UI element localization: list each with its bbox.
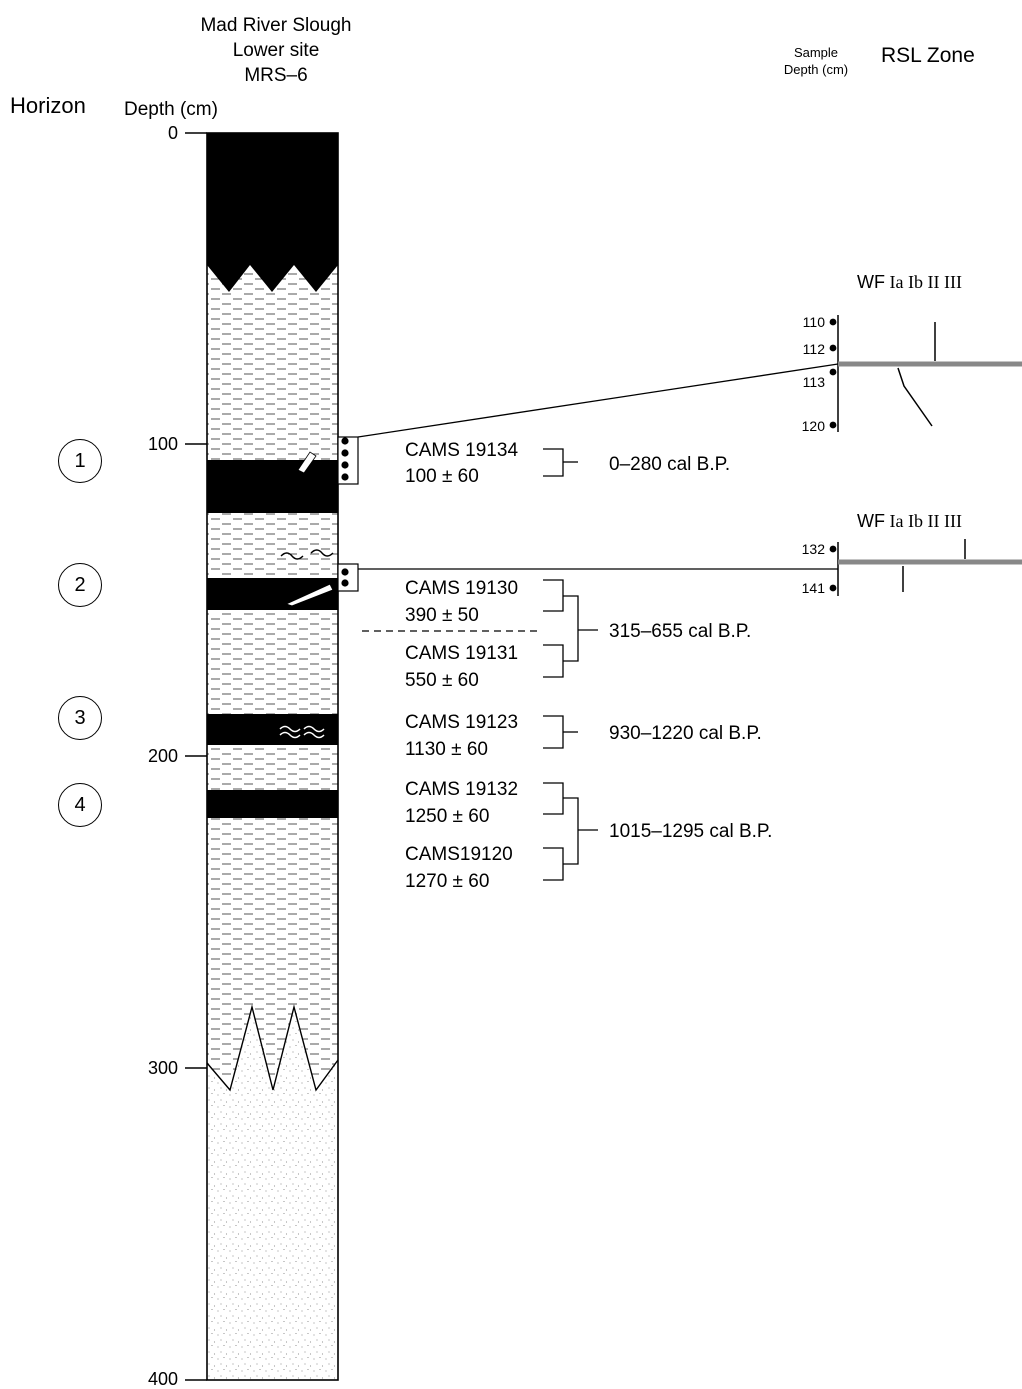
- depth-tick-200: 200: [147, 746, 178, 766]
- sample-depth-132: 132: [801, 541, 825, 557]
- site-title-line2: Lower site: [232, 40, 320, 61]
- depth-tick-400: 400: [147, 1369, 178, 1389]
- date-age-cams-19131: 550 ± 60: [405, 670, 479, 691]
- peat-unit-horizon-1: [207, 460, 338, 513]
- bracket-group-2: [563, 595, 579, 662]
- sample-dot: [341, 461, 349, 469]
- sample-dot: [829, 584, 837, 592]
- sample-dot: [341, 579, 349, 587]
- wavy-lamination-icon: [280, 552, 304, 560]
- sample-dot: [829, 421, 837, 429]
- mud-unit-1b-fill: [207, 325, 338, 460]
- horizon-marker-3: 3: [58, 696, 102, 740]
- date-lab-cams-19132: CAMS 19132: [405, 779, 519, 800]
- depth-tick-100: 100: [147, 434, 178, 454]
- cal-age-1: 0–280 cal B.P.: [609, 454, 731, 475]
- rsl-panel1-zone-ii: II: [927, 272, 940, 292]
- connector-line-1: [357, 363, 839, 438]
- rsl-panel2-zone-ii: II: [927, 511, 940, 531]
- rsl-panel1-zone-header: WF Ia Ib II III: [857, 273, 962, 291]
- wavy-symbol-icon: [279, 725, 301, 739]
- date-age-cams-19120: 1270 ± 60: [405, 871, 490, 892]
- mud-unit-5: [207, 818, 338, 1076]
- site-title-line1: Mad River Slough: [200, 15, 352, 36]
- sample-depth-141: 141: [801, 580, 825, 596]
- sand-unit: [207, 1007, 338, 1380]
- wood-fragment-icon: [284, 583, 334, 607]
- sample-dot: [829, 318, 837, 326]
- rsl-zone-header: RSL Zone: [881, 44, 975, 67]
- date-lab-cams-19134: CAMS 19134: [405, 440, 519, 461]
- sample-depth-113: 113: [802, 374, 825, 390]
- rsl-panel2-zone-ia: Ia: [889, 511, 904, 531]
- date-age-cams-19130: 390 ± 50: [405, 605, 479, 626]
- bracket-cams-19123: [543, 715, 564, 749]
- rsl-panel2-zone-wf: WF: [857, 511, 885, 531]
- peat-unit-top: [207, 133, 338, 292]
- bracket-cams-19120: [543, 847, 564, 881]
- horizon-header: Horizon: [10, 93, 86, 118]
- rsl-panel1-zone-ia: Ia: [889, 272, 904, 292]
- sample-depth-header-line1: Sample: [793, 45, 839, 60]
- rsl-panel1-zone-iii: III: [943, 272, 962, 292]
- sample-depth-110: 110: [802, 314, 825, 330]
- rsl-panel2-zone-iii: III: [943, 511, 962, 531]
- date-lab-cams-19131: CAMS 19131: [405, 643, 519, 664]
- horizon-marker-1: 1: [58, 439, 102, 483]
- rsl-panel2-zone-header: WF Ia Ib II III: [857, 512, 962, 530]
- horizon-marker-4: 4: [58, 783, 102, 827]
- peat-unit-horizon-4: [207, 790, 338, 818]
- date-age-cams-19132: 1250 ± 60: [405, 806, 490, 827]
- rsl-panel1-zone-ib: Ib: [907, 272, 923, 292]
- mud-unit-3: [207, 610, 338, 714]
- sample-dot: [829, 344, 837, 352]
- sample-box-2: [337, 563, 359, 592]
- date-age-cams-19123: 1130 ± 60: [405, 739, 488, 760]
- sample-dot: [829, 368, 837, 376]
- bracket-cams-19130: [543, 579, 564, 612]
- cal-age-2: 315–655 cal B.P.: [609, 621, 752, 642]
- cal-age-4: 1015–1295 cal B.P.: [609, 821, 773, 842]
- rsl-panel2-zone-ib: Ib: [907, 511, 923, 531]
- bracket-group-4: [563, 797, 579, 865]
- sample-dot: [341, 449, 349, 457]
- date-lab-cams-19130: CAMS 19130: [405, 578, 519, 599]
- date-lab-cams-19120: CAMS19120: [405, 844, 513, 865]
- cal-age-3: 930–1220 cal B.P.: [609, 723, 762, 744]
- mud-unit-4: [207, 745, 338, 790]
- wavy-lamination-icon: [310, 549, 334, 557]
- peat-unit-horizon-3: [207, 714, 338, 745]
- sample-dot: [341, 473, 349, 481]
- depth-tick-0: 0: [167, 123, 178, 143]
- sand-contact: [206, 1004, 339, 1092]
- mud-unit-2: [207, 513, 338, 578]
- plant-fragment-icon: [297, 451, 317, 474]
- date-age-cams-19134: 100 ± 60: [405, 466, 479, 487]
- rsl-panel1-zone-wf: WF: [857, 272, 885, 292]
- depth-tick-300: 300: [147, 1058, 178, 1078]
- sample-depth-112: 112: [802, 341, 825, 357]
- rsl-panel1-trace-lower: [897, 367, 933, 427]
- depth-header: Depth (cm): [124, 99, 218, 120]
- date-lab-cams-19123: CAMS 19123: [405, 712, 519, 733]
- sample-depth-120: 120: [801, 418, 825, 434]
- sample-dot: [829, 545, 837, 553]
- wavy-symbol-icon: [303, 725, 325, 739]
- site-title-line3: MRS–6: [244, 65, 308, 86]
- bracket-cams-19134: [543, 448, 564, 477]
- bracket-cams-19131: [543, 644, 564, 678]
- bracket-cams-19132: [543, 782, 564, 815]
- sample-dot: [341, 437, 349, 445]
- sample-depth-header-line2: Depth (cm): [783, 62, 849, 77]
- horizon-marker-2: 2: [58, 563, 102, 607]
- sample-box-1: [337, 436, 359, 485]
- sample-dot: [341, 568, 349, 576]
